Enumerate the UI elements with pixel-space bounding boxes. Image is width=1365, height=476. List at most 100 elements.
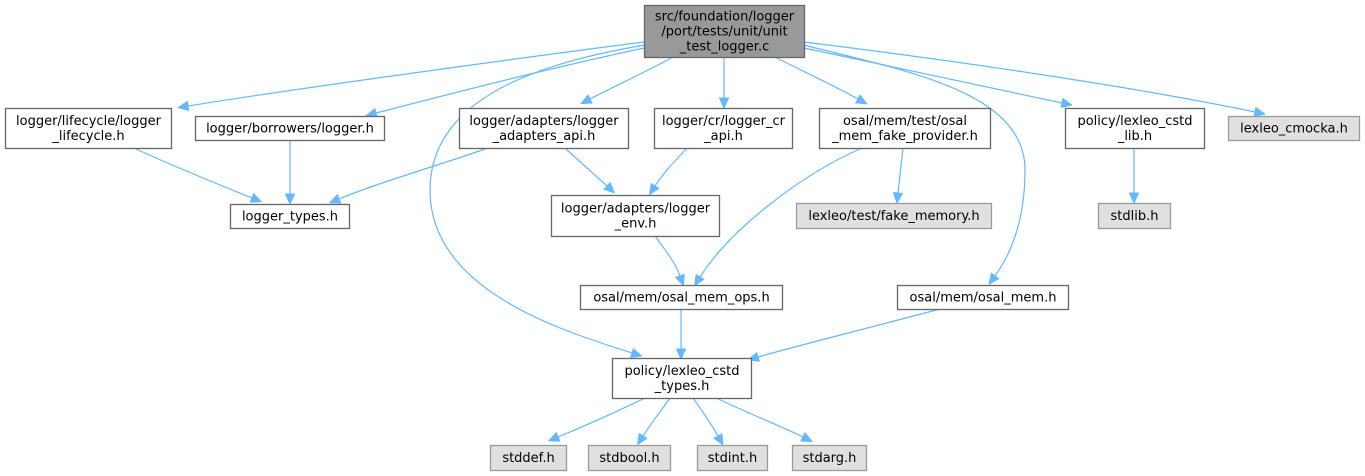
node-label: _adapters_api.h: [492, 129, 596, 144]
arrowhead-icon: [988, 272, 1000, 286]
node-label: _types.h: [654, 379, 710, 394]
node-label: _lib.h: [1117, 129, 1152, 144]
node-logger-types[interactable]: logger_types.h: [229, 203, 351, 230]
edge-root-to-lifecycle: [187, 41, 645, 107]
node-stdarg: stdarg.h: [791, 444, 868, 472]
node-fake-provider[interactable]: osal/mem/test/osal_mem_fake_provider.h: [818, 107, 992, 150]
edge-cr-api-to-logger-env: [654, 147, 688, 187]
arrowhead-icon: [675, 348, 687, 361]
node-label: logger/lifecycle/logger: [16, 114, 162, 129]
node-stddef: stddef.h: [489, 444, 568, 472]
node-box: [795, 202, 993, 230]
node-box: [643, 4, 806, 59]
node-label: _env.h: [614, 217, 657, 232]
node-box: [229, 203, 351, 230]
arrowhead-icon: [1253, 106, 1266, 118]
node-box: [896, 284, 1070, 311]
arrowhead-icon: [603, 181, 616, 194]
node-cr-api[interactable]: logger/cr/logger_cr_api.h: [653, 107, 794, 150]
node-label: logger/adapters/logger: [469, 114, 619, 129]
node-stdlib: stdlib.h: [1097, 202, 1172, 230]
node-box: [579, 284, 784, 311]
edge-logger-env-to-osal-mem-ops: [654, 235, 681, 277]
arrowhead-icon: [892, 191, 904, 205]
node-label: src/foundation/logger: [655, 10, 795, 25]
node-label: /port/tests/unit/unit: [661, 25, 787, 40]
node-stdint: stdint.h: [696, 444, 769, 472]
arrowhead-icon: [854, 94, 868, 105]
arrowhead-icon: [284, 193, 296, 206]
node-label: policy/lexleo_cstd: [1077, 114, 1192, 129]
node-cmocka: lexleo_cmocka.h: [1227, 115, 1361, 142]
arrowhead-icon: [718, 97, 730, 110]
node-box: [696, 444, 769, 472]
node-root[interactable]: src/foundation/logger/port/tests/unit/un…: [643, 4, 806, 59]
node-label: logger/borrowers/logger.h: [206, 122, 374, 137]
node-box: [4, 107, 173, 150]
arrowhead-icon: [636, 432, 648, 446]
node-label: logger_types.h: [242, 210, 338, 225]
node-label: stdlib.h: [1111, 209, 1159, 224]
node-osal-mem[interactable]: osal/mem/osal_mem.h: [896, 284, 1070, 311]
node-borrowers[interactable]: logger/borrowers/logger.h: [194, 115, 386, 142]
node-label: osal/mem/osal_mem_ops.h: [593, 291, 769, 306]
edge-root-to-osal-mem: [803, 44, 1026, 277]
arrowhead-icon: [713, 433, 724, 446]
node-label: osal/mem/test/osal: [843, 114, 967, 129]
node-osal-mem-ops[interactable]: osal/mem/osal_mem_ops.h: [579, 284, 784, 311]
edge-adapters-api-to-logger-types: [338, 147, 489, 200]
arrowhead-icon: [580, 94, 593, 105]
node-adapters-api[interactable]: logger/adapters/logger_adapters_api.h: [458, 107, 630, 150]
edge-root-to-adapters-api: [589, 56, 674, 100]
node-box: [489, 444, 568, 472]
arrowhead-icon: [249, 192, 263, 203]
node-label: stdbool.h: [599, 451, 659, 466]
node-lifecycle[interactable]: logger/lifecycle/logger_lifecycle.h: [4, 107, 173, 150]
node-label: osal/mem/osal_mem.h: [910, 291, 1057, 306]
edge-cstd-types-to-stdbool: [642, 397, 671, 437]
node-box: [194, 115, 386, 142]
edge-cstd-types-to-stdint: [692, 397, 719, 437]
edge-adapters-api-to-logger-env: [564, 147, 608, 187]
node-label: _test_logger.c: [679, 40, 769, 55]
node-fake-memory: lexleo/test/fake_memory.h: [795, 202, 993, 230]
node-box: [653, 107, 794, 150]
edge-root-to-cstd-types: [429, 44, 645, 354]
node-label: logger/adapters/logger: [561, 202, 711, 217]
node-box: [791, 444, 868, 472]
node-logger-env[interactable]: logger/adapters/logger_env.h: [550, 194, 721, 238]
arrowhead-icon: [800, 432, 814, 443]
node-box: [550, 194, 721, 238]
edge-cstd-types-to-stdarg: [715, 397, 804, 438]
edge-root-to-cstd-lib: [803, 47, 1063, 104]
node-stdbool: stdbool.h: [587, 444, 672, 472]
arrowhead-icon: [648, 182, 660, 196]
edge-root-to-fake-provider: [774, 56, 859, 100]
node-label: stdarg.h: [803, 451, 857, 466]
arrowhead-icon: [328, 193, 342, 204]
node-box: [1064, 107, 1206, 150]
node-label: lexleo_cmocka.h: [1240, 122, 1348, 137]
edge-osal-mem-to-cstd-types: [757, 308, 941, 358]
node-label: _lifecycle.h: [51, 129, 124, 144]
node-cstd-lib[interactable]: policy/lexleo_cstd_lib.h: [1064, 107, 1206, 150]
edge-root-to-cmocka: [803, 41, 1256, 113]
node-cstd-types[interactable]: policy/lexleo_cstd_types.h: [611, 357, 753, 400]
node-box: [818, 107, 992, 150]
edge-fake-provider-to-osal-mem-ops: [699, 147, 863, 278]
node-box: [611, 357, 753, 400]
node-label: _api.h: [703, 129, 743, 144]
nodes-layer: src/foundation/logger/port/tests/unit/un…: [4, 4, 1361, 472]
arrowhead-icon: [547, 431, 561, 442]
edge-root-to-borrowers: [375, 47, 645, 114]
node-box: [587, 444, 672, 472]
edge-fake-provider-to-fake-memory: [897, 147, 904, 194]
arrowhead-icon: [629, 347, 643, 358]
node-label: _mem_fake_provider.h: [831, 129, 978, 144]
edge-lifecycle-to-logger-types: [133, 147, 253, 199]
node-label: logger/cr/logger_cr: [662, 114, 786, 129]
arrowhead-icon: [1128, 192, 1140, 205]
arrowhead-icon: [176, 100, 190, 112]
node-label: stddef.h: [502, 451, 554, 466]
